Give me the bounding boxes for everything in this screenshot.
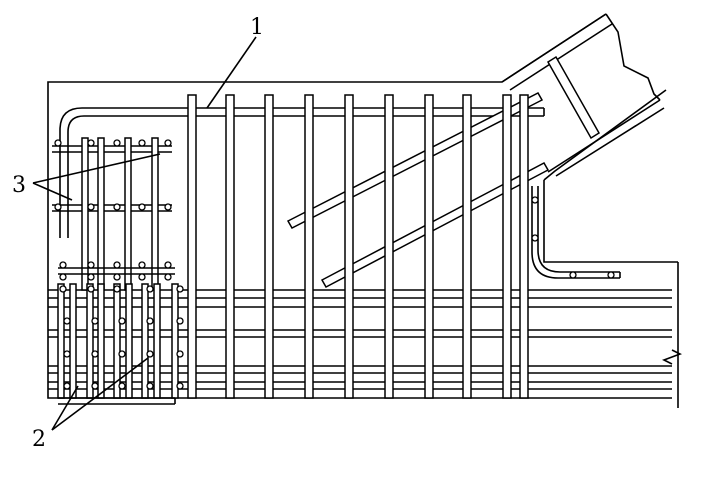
cage-bar (57, 283, 65, 399)
diagonal-stirrup (546, 55, 601, 140)
stirrup (502, 94, 512, 399)
callout-label-3: 3 (12, 173, 26, 198)
diagonal-member (501, 13, 665, 177)
bent-up-bar (320, 161, 550, 289)
leader-lines (32, 36, 257, 431)
cage-bar (153, 283, 161, 399)
stirrup (462, 94, 472, 399)
stirrup (225, 94, 235, 399)
callout-label-2: 2 (32, 427, 46, 452)
right-hooked-bar (531, 186, 621, 279)
cage-bar (171, 283, 179, 399)
cage-bar (69, 283, 77, 399)
top-hooked-bar (59, 107, 545, 238)
callout-label-1: 1 (250, 15, 264, 40)
lower-left-cage (57, 261, 184, 405)
upper-left-cage (52, 137, 172, 291)
stirrup (264, 94, 274, 399)
vertical-stirrups (187, 94, 529, 399)
cage-bar (125, 283, 133, 399)
stirrup (424, 94, 434, 399)
cage-bar (86, 283, 94, 399)
cage-bar (81, 137, 89, 291)
cage-bar (141, 283, 149, 399)
cage-bar (97, 283, 105, 399)
stirrup (519, 94, 529, 399)
stirrup (344, 94, 354, 399)
stirrup (304, 94, 314, 399)
stirrup (187, 94, 197, 399)
stirrup (384, 94, 394, 399)
